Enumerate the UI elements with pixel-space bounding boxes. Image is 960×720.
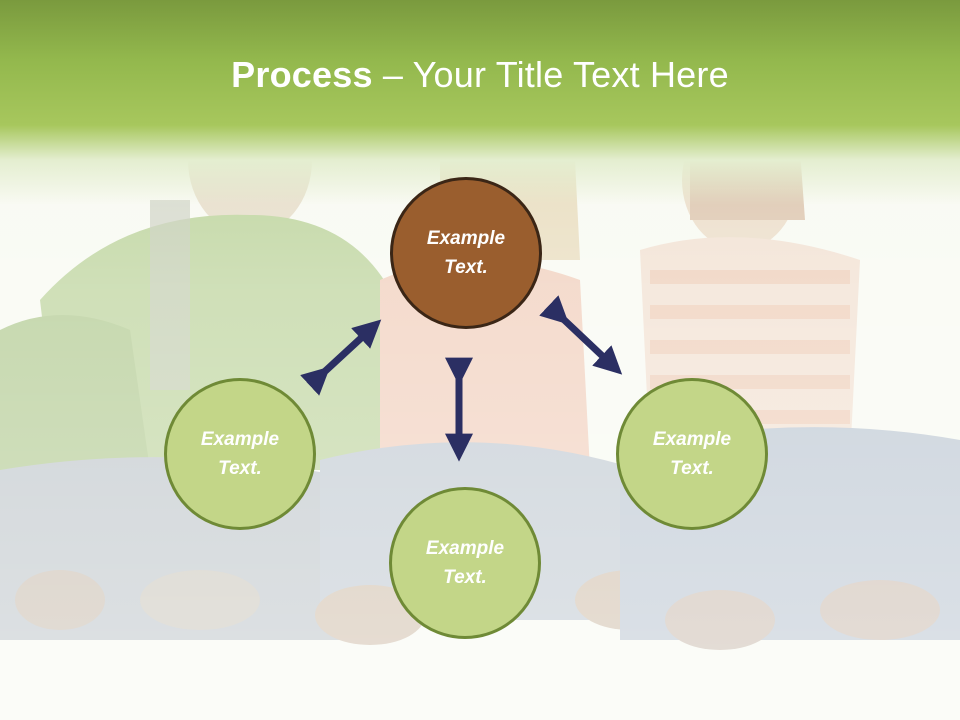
title-bold: Process <box>231 54 373 95</box>
node-label: Example Text. <box>200 429 280 479</box>
node-label: Example Text. <box>425 538 505 588</box>
node-label: Example Text. <box>652 429 732 479</box>
title-rest: – Your Title Text Here <box>372 54 729 95</box>
title-bar <box>0 0 960 205</box>
process-node-left[interactable]: Example Text. <box>164 378 316 530</box>
process-node-right[interactable]: Example Text. <box>616 378 768 530</box>
node-label: Example Text. <box>426 228 506 278</box>
process-node-bottom[interactable]: Example Text. <box>389 487 541 639</box>
process-node-top[interactable]: Example Text. <box>390 177 542 329</box>
slide-title[interactable]: Process – Your Title Text Here <box>0 52 960 98</box>
